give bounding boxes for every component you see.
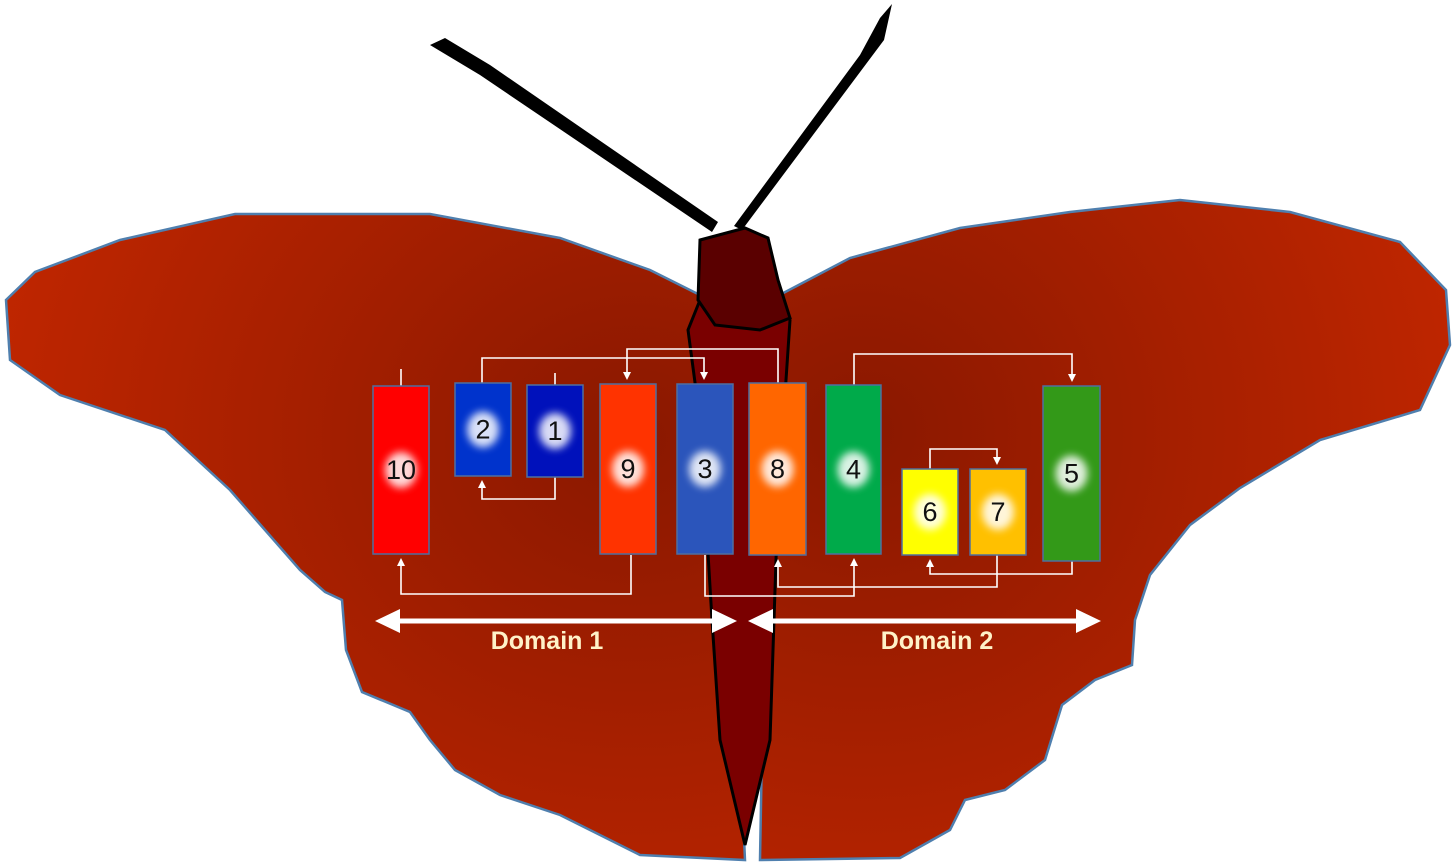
connector-2-to-3 [481,357,708,383]
segment-label: 7 [990,497,1005,527]
domain-2-label: Domain 2 [881,627,994,655]
segment-label: 6 [922,497,937,527]
segment-label: 9 [620,454,635,484]
label-glow [539,413,571,449]
label-glow [467,411,499,448]
domain-1-label: Domain 1 [491,627,604,655]
head [696,226,792,332]
connectors [397,348,1076,597]
segment-label: 10 [386,455,416,485]
segment-8: 8 [748,382,807,556]
segment-label: 5 [1064,459,1079,489]
segment-2: 2 [454,382,512,477]
label-glow [914,494,946,530]
left-antenna [430,38,718,232]
connector-6-to-7 [929,448,1001,469]
segment-6: 6 [901,468,959,556]
connector-3-to-4 [704,555,858,597]
segment-1: 1 [526,384,584,478]
segment-label: 4 [846,455,861,485]
connector-1-to-2 [478,477,556,500]
segment-10: 10 [372,385,430,555]
connector-7-to-8 [774,555,998,588]
connector-5-to-6 [926,559,1073,575]
connector-9-to-10 [397,555,632,595]
domain-1-arrow [375,609,737,633]
segment-5: 5 [1042,385,1101,562]
connector-4-to-5 [853,353,1076,385]
segment-7: 7 [969,468,1027,556]
segment-label: 2 [475,415,490,445]
label-glow [689,451,721,487]
label-glow [612,451,644,487]
label-glow [837,451,870,488]
segment-label: 8 [770,454,785,484]
label-glow [761,451,794,487]
domain-2-arrow [748,609,1101,633]
segment-label: 3 [697,454,712,484]
segment-9: 9 [599,383,657,555]
connector-8-to-9 [623,348,779,383]
label-glow [385,452,417,488]
right-antenna [734,4,892,230]
segments: 10 2 1 9 3 8 4 6 7 5 [372,382,1101,562]
segment-4: 4 [825,384,882,555]
segment-label: 1 [547,416,562,446]
label-glow [1055,455,1088,492]
label-glow [982,494,1014,530]
segment-3: 3 [676,383,734,555]
right-wing [758,198,1452,862]
